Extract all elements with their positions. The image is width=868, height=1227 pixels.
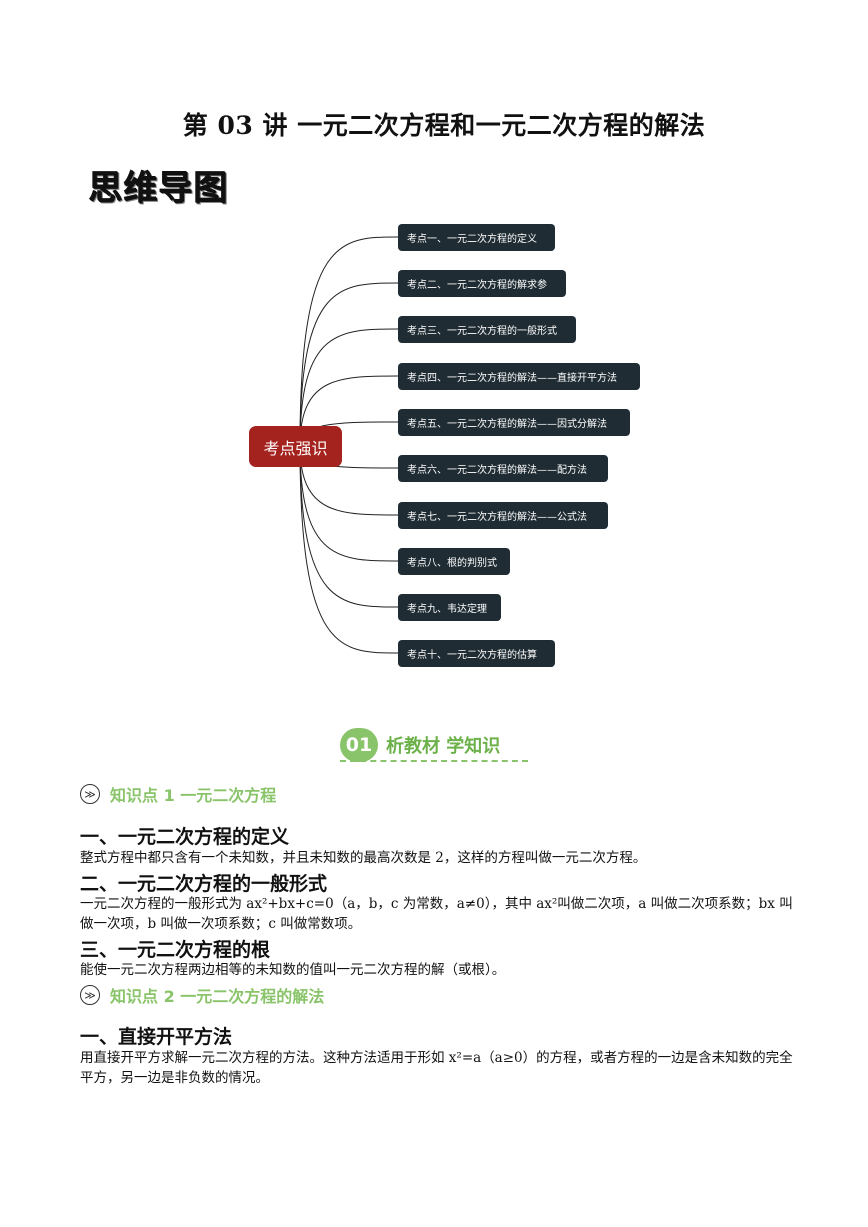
mindmap-heading: 思维导图	[88, 168, 228, 208]
mindmap-connector	[299, 282, 399, 447]
chevron-circle-icon: ≫	[80, 784, 100, 804]
heading-direct-sqrt: 一、直接开平方法	[80, 1026, 233, 1048]
knowledge-point-1-label: 知识点 1 一元二次方程	[110, 786, 277, 805]
mindmap-branch-node: 考点五、一元二次方程的解法——因式分解法	[398, 409, 630, 436]
mindmap-branch-node: 考点七、一元二次方程的解法——公式法	[398, 502, 608, 529]
mindmap-connector	[299, 445, 399, 608]
mindmap-branch-node: 考点九、韦达定理	[398, 594, 501, 621]
mindmap-connector	[299, 328, 399, 447]
mindmap-branch-node: 考点三、一元二次方程的一般形式	[398, 316, 576, 343]
para-direct-sqrt: 用直接开平方求解一元二次方程的方法。这种方法适用于形如 x²=a（a≥0）的方程…	[80, 1050, 793, 1086]
knowledge-point-1: ≫ 知识点 1 一元二次方程	[80, 782, 276, 806]
page-title: 第 03 讲 一元二次方程和一元二次方程的解法	[182, 111, 706, 140]
section-underline	[340, 760, 528, 762]
heading-general-form: 二、一元二次方程的一般形式	[80, 873, 328, 895]
mindmap-connector	[299, 445, 399, 562]
mindmap-root-node: 考点强识	[249, 426, 342, 467]
mindmap-branch-node: 考点八、根的判别式	[398, 548, 510, 575]
heading-root: 三、一元二次方程的根	[80, 939, 271, 961]
para-general-form: 一元二次方程的一般形式为 ax²+bx+c=0（a，b，c 为常数，a≠0），其…	[80, 896, 793, 932]
mindmap-branch-node: 考点一、一元二次方程的定义	[398, 224, 555, 251]
heading-definition: 一、一元二次方程的定义	[80, 826, 290, 848]
mindmap-connector	[299, 375, 399, 447]
knowledge-point-2: ≫ 知识点 2 一元二次方程的解法	[80, 983, 324, 1007]
mindmap-connector	[299, 445, 399, 654]
section-badge: 01 析教材 学知识	[340, 728, 500, 762]
mindmap-branch-node: 考点六、一元二次方程的解法——配方法	[398, 455, 608, 482]
section-label: 析教材 学知识	[386, 736, 501, 757]
mindmap-branch-node: 考点二、一元二次方程的解求参	[398, 270, 566, 297]
section-number: 01	[340, 728, 378, 762]
chevron-circle-icon: ≫	[80, 985, 100, 1005]
para-definition: 整式方程中都只含有一个未知数，并且未知数的最高次数是 2，这样的方程叫做一元二次…	[80, 850, 647, 866]
knowledge-point-2-label: 知识点 2 一元二次方程的解法	[110, 987, 325, 1006]
mindmap-branch-node: 考点四、一元二次方程的解法——直接开平方法	[398, 363, 640, 390]
para-root: 能使一元二次方程两边相等的未知数的值叫一元二次方程的解（或根）。	[80, 962, 506, 978]
mindmap-connector	[299, 236, 399, 447]
mindmap-branch-node: 考点十、一元二次方程的估算	[398, 640, 555, 667]
